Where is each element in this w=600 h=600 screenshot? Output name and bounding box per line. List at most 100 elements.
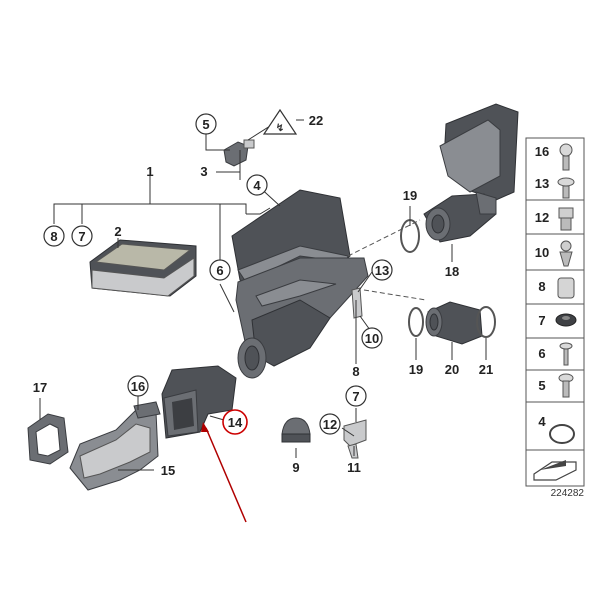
highlight-arrow [201, 422, 247, 523]
svg-text:8: 8 [538, 279, 545, 294]
svg-text:3: 3 [200, 164, 207, 179]
svg-text:8: 8 [352, 364, 359, 379]
svg-text:↯: ↯ [276, 123, 284, 134]
svg-text:14: 14 [228, 415, 243, 430]
svg-text:16: 16 [535, 144, 549, 159]
svg-text:19: 19 [409, 362, 423, 377]
side-item-legend [533, 460, 577, 481]
callout-8-center[interactable]: 8 [352, 364, 359, 379]
nut-icon [558, 207, 574, 231]
o-ring-icon [549, 424, 575, 444]
warning-triangle-icon [262, 108, 298, 135]
retaining-clip[interactable] [343, 419, 367, 459]
svg-text:5: 5 [202, 117, 209, 132]
callout-7-center[interactable]: 7 [345, 385, 367, 407]
svg-text:20: 20 [445, 362, 459, 377]
svg-text:8: 8 [50, 229, 57, 244]
side-item-6[interactable]: 6 [538, 342, 573, 366]
screw-icon [559, 342, 573, 366]
air-intake-snorkel[interactable] [439, 103, 519, 201]
clip-icon [559, 240, 573, 267]
svg-text:6: 6 [216, 263, 223, 278]
callout-17[interactable]: 17 [33, 380, 47, 395]
leader-lines [39, 119, 487, 471]
svg-text:12: 12 [323, 417, 337, 432]
side-item-10[interactable]: 10 [535, 240, 573, 267]
callout-13[interactable]: 13 [371, 259, 393, 281]
side-item-12[interactable]: 12 [535, 207, 574, 231]
callout-11[interactable]: 11 [347, 460, 361, 475]
reference-number: 224282 [551, 488, 585, 499]
screw-icon [557, 177, 575, 199]
svg-text:13: 13 [535, 176, 549, 191]
connector-pipe[interactable] [425, 301, 483, 345]
seal-frame[interactable] [27, 413, 69, 465]
svg-text:12: 12 [535, 210, 549, 225]
air-filter-housing[interactable] [231, 189, 369, 379]
callout-16[interactable]: 16 [127, 375, 149, 397]
callout-21[interactable]: 21 [479, 362, 493, 377]
intake-hose[interactable] [423, 191, 497, 243]
svg-text:22: 22 [309, 113, 323, 128]
sensor-part[interactable] [223, 139, 255, 167]
side-parts-panel [525, 137, 585, 487]
intake-duct-lower[interactable] [69, 401, 161, 491]
svg-text:224282: 224282 [551, 488, 585, 499]
svg-text:15: 15 [161, 463, 175, 478]
hose-clamp-lower[interactable] [408, 307, 424, 337]
callout-5[interactable]: 5 [195, 113, 217, 135]
svg-text:1: 1 [146, 164, 153, 179]
svg-text:6: 6 [538, 346, 545, 361]
arrow-reference-icon [533, 460, 577, 481]
side-item-16[interactable]: 16 [535, 143, 573, 171]
grommet-icon [555, 313, 577, 327]
svg-text:4: 4 [538, 414, 546, 429]
air-filter-element[interactable] [89, 239, 197, 297]
callout-14[interactable]: 14 [222, 409, 248, 435]
callout-18[interactable]: 18 [445, 264, 459, 279]
svg-text:7: 7 [352, 389, 359, 404]
svg-text:18: 18 [445, 264, 459, 279]
callout-19-bottom[interactable]: 19 [409, 362, 423, 377]
svg-text:7: 7 [538, 313, 545, 328]
svg-text:17: 17 [33, 380, 47, 395]
svg-text:5: 5 [538, 378, 545, 393]
svg-text:11: 11 [347, 460, 361, 475]
hose-clamp-21[interactable] [476, 306, 496, 338]
callout-4[interactable]: 4 [246, 174, 268, 196]
side-item-4[interactable]: 4 [538, 414, 575, 444]
bushing-icon [557, 277, 575, 299]
svg-text:13: 13 [375, 263, 389, 278]
svg-text:10: 10 [535, 245, 549, 260]
side-item-5[interactable]: 5 [538, 373, 574, 398]
svg-text:9: 9 [292, 460, 299, 475]
callout-1[interactable]: 1 [146, 164, 153, 179]
callout-2[interactable]: 2 [114, 224, 121, 239]
svg-text:16: 16 [131, 379, 145, 394]
callout-19-top[interactable]: 19 [403, 188, 417, 203]
side-item-8[interactable]: 8 [538, 277, 575, 299]
svg-text:10: 10 [365, 331, 379, 346]
callout-9[interactable]: 9 [292, 460, 299, 475]
svg-text:4: 4 [253, 178, 261, 193]
screw-icon [558, 373, 574, 398]
svg-text:2: 2 [114, 224, 121, 239]
callout-7-left[interactable]: 7 [71, 225, 93, 247]
callout-10[interactable]: 10 [361, 327, 383, 349]
callout-3[interactable]: 3 [200, 164, 207, 179]
callout-8-left[interactable]: 8 [43, 225, 65, 247]
callout-6[interactable]: 6 [209, 259, 231, 281]
callout-20[interactable]: 20 [445, 362, 459, 377]
svg-text:21: 21 [479, 362, 493, 377]
grommet[interactable] [281, 417, 311, 443]
side-item-13[interactable]: 13 [535, 176, 575, 199]
svg-text:19: 19 [403, 188, 417, 203]
svg-text:7: 7 [78, 229, 85, 244]
intake-duct[interactable] [161, 365, 237, 439]
screw-icon [559, 143, 573, 171]
mounting-bracket[interactable] [351, 287, 363, 319]
callout-22[interactable]: ↯ 22 [262, 108, 323, 135]
side-item-7[interactable]: 7 [538, 313, 577, 328]
callout-12[interactable]: 12 [319, 413, 341, 435]
callout-15[interactable]: 15 [161, 463, 175, 478]
